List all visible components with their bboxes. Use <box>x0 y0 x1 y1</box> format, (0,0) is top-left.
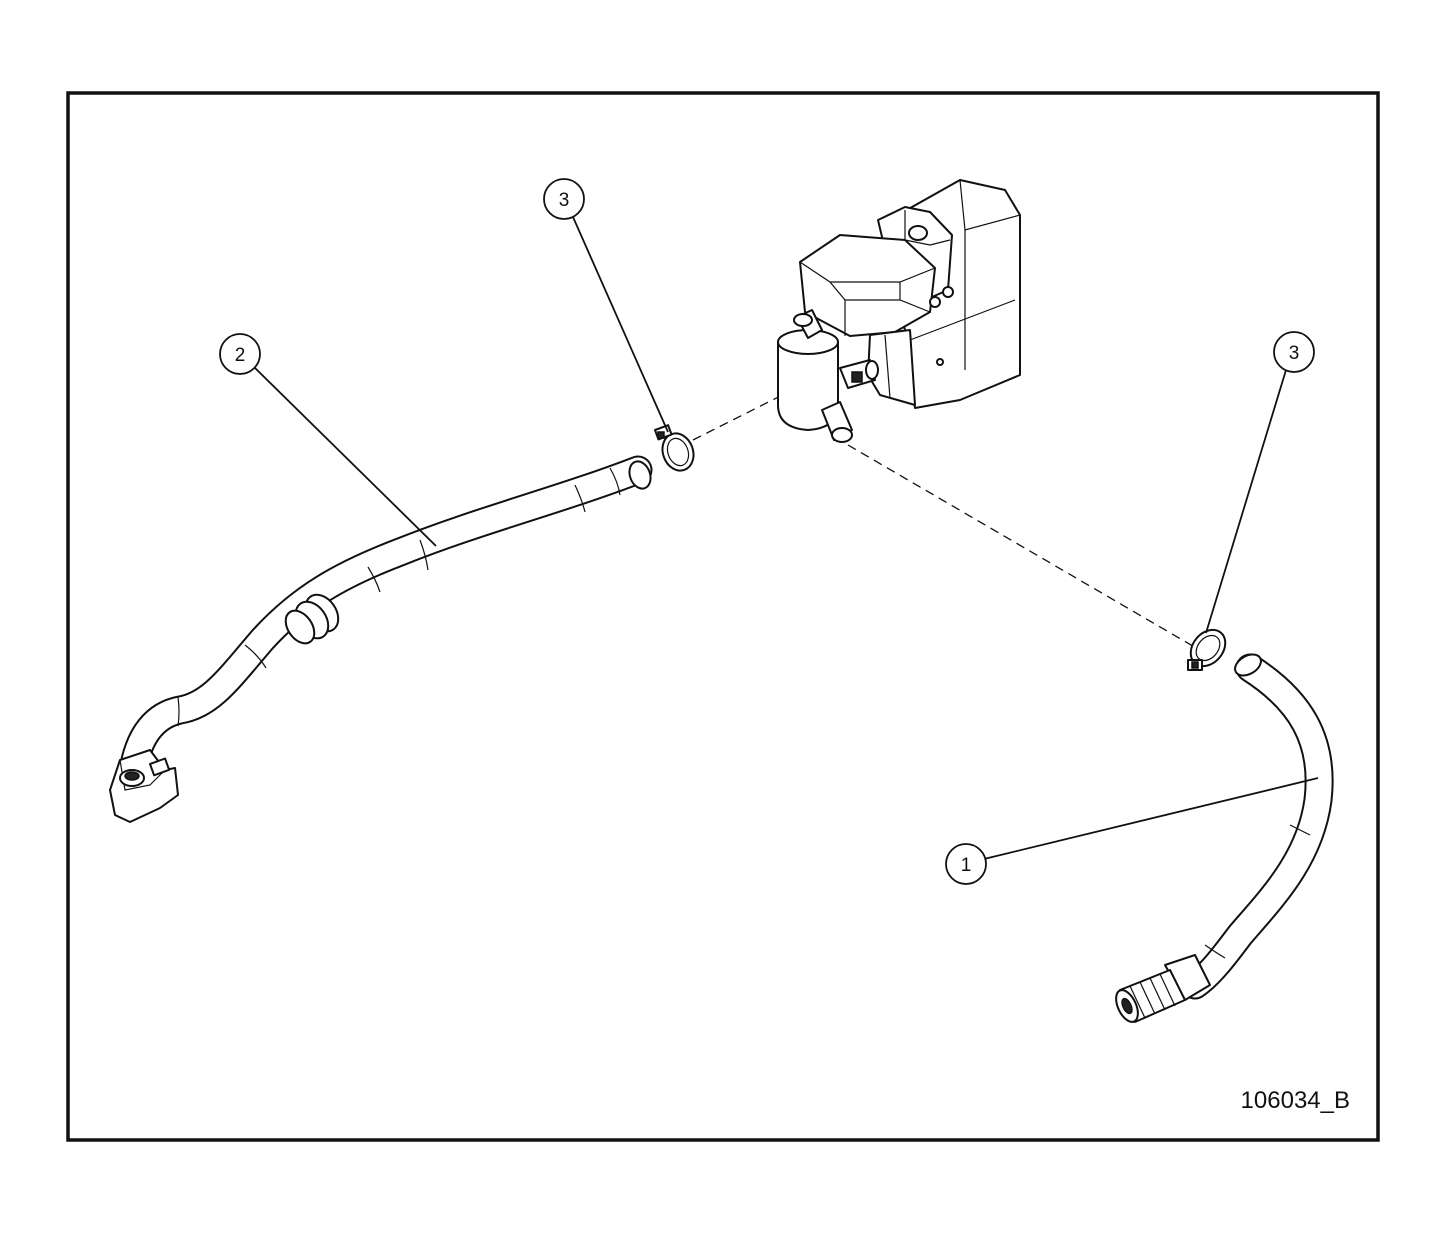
assembly-lines <box>692 365 1204 653</box>
hose-clamp-lower <box>1187 628 1227 671</box>
callout-bubble-3-lower: 3 <box>1273 331 1315 373</box>
heater-unit <box>777 179 1021 443</box>
callout-bubble-3-upper: 3 <box>543 178 585 220</box>
callout-label: 2 <box>235 345 246 366</box>
fuel-hose-part-1 <box>1115 653 1334 1023</box>
hose-clamp-upper <box>654 424 695 472</box>
callout-label: 3 <box>559 190 570 211</box>
callout-bubble-1: 1 <box>945 843 987 885</box>
fuel-hose-part-2 <box>109 455 653 823</box>
callout-label: 1 <box>961 855 972 876</box>
callout-bubble-2: 2 <box>219 333 261 375</box>
figure-id: 106034_B <box>1241 1087 1350 1114</box>
diagram-frame <box>66 91 1380 1142</box>
callout-label: 3 <box>1289 343 1300 364</box>
leader-lines <box>253 216 1319 860</box>
